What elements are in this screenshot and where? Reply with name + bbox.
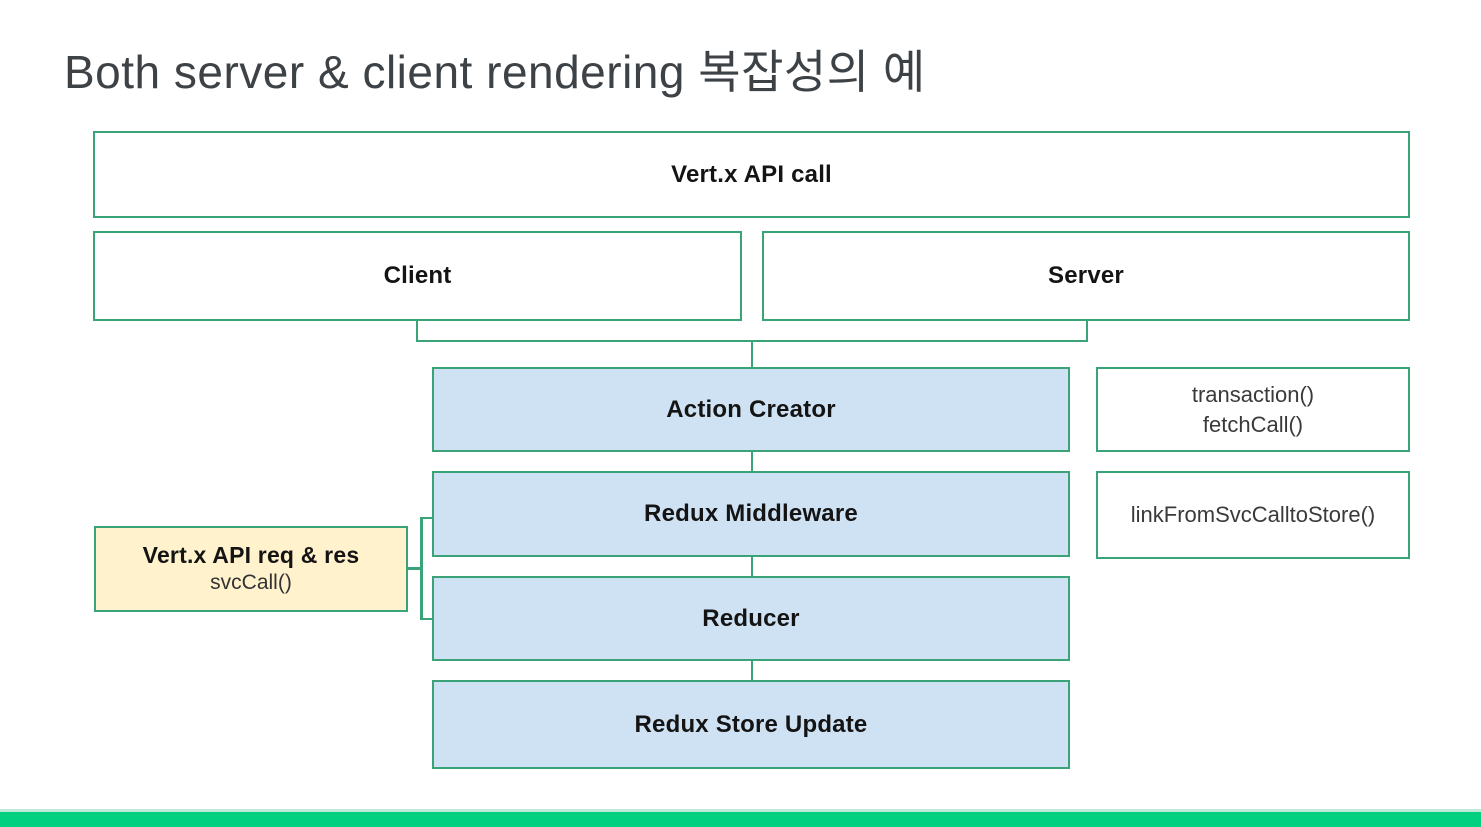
footer-accent-bar [0,812,1481,827]
connector-bracket-bottom-stub [420,618,433,620]
connector-reducer-to-store [751,661,753,680]
node-vertx-req-res-label: Vert.x API req & res [142,541,360,568]
node-redux-middleware-label: Redux Middleware [644,500,858,527]
node-vertx-api-call-label: Vert.x API call [671,160,832,188]
node-reducer: Reducer [432,576,1070,661]
connector-action-to-middleware [751,452,753,471]
node-action-creator: Action Creator [432,367,1070,452]
node-action-creator-label: Action Creator [666,395,836,423]
node-redux-store-update: Redux Store Update [432,680,1070,769]
connector-bracket-top-stub [420,517,433,519]
connector-middleware-to-reducer [751,557,753,576]
node-svccall-label: svcCall() [210,570,292,594]
footer-accent-light [0,809,1481,812]
connector-to-action-creator [751,342,753,367]
node-fetchcall-label: fetchCall() [1202,411,1304,437]
connector-yellow-stub [408,567,422,570]
connector-bracket-vertical [420,517,423,620]
node-transaction-label: transaction() [1191,381,1315,407]
node-transaction-fetchcall: transaction() fetchCall() [1096,367,1410,452]
node-client: Client [93,231,742,321]
node-server: Server [762,231,1410,321]
node-reducer-label: Reducer [702,604,800,632]
slide-title: Both server & client rendering 복잡성의 예 [64,46,926,98]
connector-client-drop [416,321,418,342]
node-client-label: Client [383,262,452,289]
connector-merge-horizontal [416,340,1088,342]
node-redux-store-update-label: Redux Store Update [634,710,868,738]
connector-server-drop [1086,321,1088,342]
node-vertx-api-call: Vert.x API call [93,131,1410,218]
node-server-label: Server [1048,262,1124,289]
node-link-from-svc-call-label: linkFromSvcCalltoStore() [1130,502,1376,527]
node-link-from-svc-call: linkFromSvcCalltoStore() [1096,471,1410,559]
node-redux-middleware: Redux Middleware [432,471,1070,557]
node-vertx-req-res: Vert.x API req & res svcCall() [94,526,408,612]
